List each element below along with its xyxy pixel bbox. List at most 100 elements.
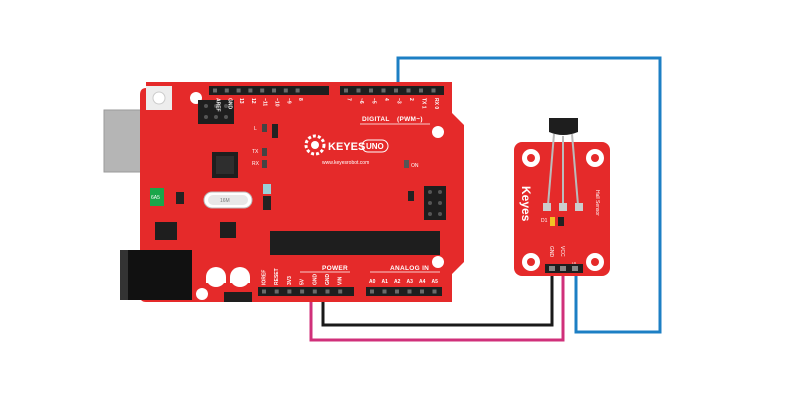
analog-pin-label: A3 [407,279,414,285]
pin-hole [344,88,348,93]
pin-hole [420,289,424,294]
hall-sensor-chip-icon [543,118,583,211]
pin-hole [287,289,292,294]
pin-hole [236,88,241,93]
pin-hole [213,88,217,93]
top-pin-label: 8 [297,98,303,101]
top-pin-label: 2 [408,98,414,101]
sensor-title: Hall Sensor [594,190,600,216]
top-pin-label: 12 [250,98,256,104]
digital-header-left [209,86,329,95]
pin-hole [274,289,279,294]
brand-label: KEYES [328,141,365,153]
pin-hole [382,289,387,294]
pin-hole [325,289,330,294]
led-d1 [550,217,555,226]
voltage-regulator [155,222,177,240]
tx-led [262,148,267,156]
resistor-pack [263,184,271,194]
analog-label: ANALOG IN [390,265,429,272]
power-pin-label: RESET [274,268,280,285]
wire-vcc [309,272,565,342]
arduino-board: AREF GND 13 12 ~11 ~10 ~9 8 7 ~6 ~5 4 ~3 2 TX 1 RX 0 DI… [103,82,464,302]
pin-hole [260,88,265,93]
top-pin-label: RX 0 [433,98,439,109]
pin-hole [407,289,412,294]
analog-pin-label: A2 [394,279,401,285]
top-pin-label: 13 [238,98,244,104]
green-component [150,188,164,206]
top-pin-label: ~6 [358,98,364,104]
pin-hole [406,88,411,93]
rx-led [262,160,267,168]
top-pin-label: AREF [215,98,221,112]
l-label: L [254,126,257,132]
pin-hole [283,88,288,93]
pin-hole [394,88,398,93]
icsp-header-top [198,100,234,124]
digital-header-right [340,86,444,95]
icsp-header-right [424,186,446,220]
pin-hole [248,88,253,93]
power-pin-label: 3V3 [287,276,293,285]
digital-label: DIGITAL [362,116,390,123]
on-led [404,160,409,168]
power-pin-label: GND [325,274,331,286]
power-pin-label: 5V [300,278,306,285]
pin-hole [395,289,399,294]
url-label: www.keyesrobot.com [322,160,369,166]
power-pin-label: VIN [338,276,344,285]
led-label: D1 [541,218,548,224]
on-label: ON [411,163,419,169]
hall-sensor-module: Keyes Hall Sensor D1 GND VCC S [514,118,610,276]
pin-hole [381,88,386,93]
pin-hole [369,88,373,93]
usb-controller-chip [212,152,238,178]
pin-hole [419,88,423,93]
pin-hole [272,88,276,93]
pin-hole [356,88,361,93]
reset-button-icon[interactable] [146,86,172,110]
analog-header [366,287,442,296]
gear-logo-icon [304,134,326,156]
pin-hole [295,88,300,93]
sensor-brand: Keyes [519,186,533,222]
analog-pin-label: A1 [382,279,389,285]
top-pin-label: ~5 [371,98,377,104]
top-pin-label: ~9 [285,98,291,104]
top-pin-label: 7 [346,98,352,101]
model-label: UNO [366,142,384,151]
wire-signal [396,56,662,334]
atmega-chip [270,231,440,255]
wire-gnd [321,272,554,327]
l-led [262,124,267,132]
pin-hole [432,289,437,294]
top-pin-label: 4 [383,98,389,101]
crystal-oscillator: 16M [203,191,253,209]
top-pin-label: ~10 [274,98,280,107]
top-pin-label: ~11 [262,98,268,106]
pin-hole [370,289,374,294]
svg-text:6A5: 6A5 [151,195,160,201]
power-label: POWER [322,265,348,272]
analog-pin-label: A5 [432,279,439,285]
top-pin-label: TX 1 [421,98,427,109]
pin-hole [262,289,266,294]
pwm-label: (PWM~) [397,116,423,123]
power-header [258,287,354,296]
pin-hole [224,88,229,93]
pin-label-vcc: VCC [559,246,565,257]
analog-pin-label: A0 [369,279,376,285]
pin-hole [431,88,436,93]
pin-hole [312,289,317,294]
svg-text:16M: 16M [220,198,230,204]
rx-label: RX [252,161,260,167]
power-jack-icon [120,250,192,300]
power-pin-label: GND [312,274,318,286]
top-pin-label: ~3 [396,98,402,104]
pin-hole [300,289,305,294]
pin-hole [338,289,343,294]
top-pin-label: GND [226,98,232,110]
pin-label-gnd: GND [548,246,554,258]
